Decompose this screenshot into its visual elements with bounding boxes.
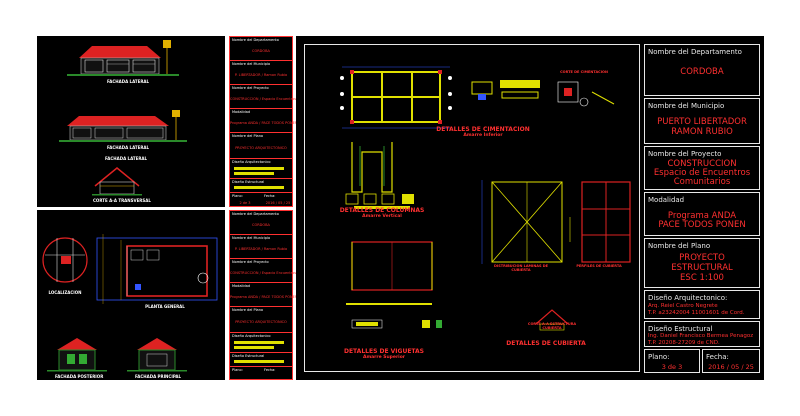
tb-diseno-arq-line1: Arq. Reiel Castro Negrete <box>648 303 718 309</box>
tb-proyecto: Nombre del Proyecto CONSTRUCCION Espacio… <box>644 146 760 190</box>
label-det-columnas: DETALLES DE COLUMNAS <box>339 207 425 214</box>
mini-val-plano-b: PROYECTO ARQUITECTONICO <box>235 320 287 324</box>
mini-head-mun-b: Nombre del Municipio <box>232 236 271 240</box>
tb-fecha-value: 2016 / 05 / 25 <box>708 363 754 371</box>
label-amarre-vertical: Amarre Vertical <box>362 214 402 219</box>
mini-head-dep: Nombre del Departamento <box>232 38 279 42</box>
tb-plano: Nombre del Plano PROYECTO ESTRUCTURAL ES… <box>644 238 760 288</box>
mini-head-mod: Modalidad <box>232 110 251 114</box>
mini-val-mun: P. LIBERTADOR / Ramon Rubio <box>234 73 288 77</box>
mini-plano-val: 2 de 3 <box>239 201 251 205</box>
label-amarre-superior: Amarre Superior <box>362 355 406 360</box>
label-det-viguetas: DETALLES DE VIGUETAS <box>343 348 425 355</box>
tb-fecha: Fecha: 2016 / 05 / 25 <box>702 349 760 373</box>
tb-diseno-est-label: Diseño Estructural <box>648 325 713 333</box>
tb-proyecto-line2: Espacio de Encuentros <box>653 168 751 178</box>
label-corte-aa: CORTE A-A TRANSVERSAL <box>93 198 151 203</box>
tb-diseno-arq-label: Diseño Arquitectonico: <box>648 294 728 302</box>
tb-plano-num: Plano: 3 de 3 <box>644 349 700 373</box>
tb-fecha-label: Fecha: <box>706 353 729 361</box>
label-perfiles-cubierta: PERFILES DE CUBIERTA <box>576 264 622 268</box>
tb-departamento: Nombre del Departamento CORDOBA <box>644 44 760 96</box>
foundation-plan <box>340 66 452 129</box>
label-det-cimentacion: DETALLES DE CIMENTACION <box>436 126 530 133</box>
label-fachada-lat2: FACHADA LATERAL <box>105 156 148 161</box>
tb-plano-line2: ESTRUCTURAL <box>671 263 733 273</box>
foundation-details <box>471 80 615 107</box>
tb-proyecto-line1: CONSTRUCCION <box>667 159 737 169</box>
mini-val-dep-b: CORDOBA <box>252 223 270 227</box>
mini-head-proy-b: Nombre del Proyecto <box>232 260 269 264</box>
label-localizacion: LOCALIZACION <box>48 290 82 295</box>
tb-departamento-value: CORDOBA <box>680 67 724 77</box>
elevations-drawing <box>59 40 187 196</box>
tb-plano-line3: ESC 1:100 <box>680 273 724 283</box>
tb-departamento-label: Nombre del Departamento <box>648 48 742 56</box>
mini-head-mun: Nombre del Municipio <box>232 62 271 66</box>
mini-head-arq-b: Diseño Arquitectonico <box>232 334 271 338</box>
label-planta-general: PLANTA GENERAL <box>145 304 185 309</box>
mini-val-plano: PROYECTO ARQUITECTONICO <box>235 146 287 150</box>
mini-val-mod: Programa ANDA / PACE TODOS PONEN <box>230 121 298 125</box>
sheet-arch-bottom: LOCALIZACION PLANTA GENERAL FACHADA POST… <box>37 210 225 380</box>
beam-details <box>346 241 442 329</box>
label-fachada-posterior: FACHADA POSTERIOR <box>55 374 104 379</box>
mini-val-mod-b: Programa ANDA / PACE TODOS PONEN <box>230 295 298 299</box>
tb-modalidad-line2: PACE TODOS PONEN <box>658 220 746 230</box>
label-distribucion-laminas: DISTRIBUCION LAMINAS DE CUBIERTA <box>493 264 548 272</box>
tb-diseno-est-line1: Ing. Daniel Francisco Bermea Penagoz <box>648 333 754 339</box>
tb-proyecto-label: Nombre del Proyecto <box>648 150 722 158</box>
mini-val-dep: CORDOBA <box>252 49 270 53</box>
tb-municipio-line2: RAMON RUBIO <box>671 127 733 137</box>
mini-fecha-head-b: Fecha: <box>264 368 276 372</box>
label-fachada-lateral: FACHADA LATERAL <box>107 79 150 84</box>
tb-plano-num-label: Plano: <box>648 353 670 361</box>
tb-diseno-est: Diseño Estructural Ing. Daniel Francisco… <box>644 321 760 347</box>
tb-modalidad-line1: Programa ANDA <box>667 211 737 221</box>
mini-head-dep-b: Nombre del Departamento <box>232 212 279 216</box>
tb-municipio: Nombre del Municipio PUERTO LIBERTADOR R… <box>644 98 760 144</box>
mini-head-est-b: Diseño Estructural <box>232 354 265 358</box>
mini-head-plano-b: Nombre del Plano <box>232 308 264 312</box>
column-details <box>345 142 414 209</box>
label-det-cubierta: DETALLES DE CUBIERTA <box>506 340 586 347</box>
mini-head-est: Diseño Estructural <box>232 180 265 184</box>
label-fachada-principal: FACHADA PRINCIPAL <box>135 374 182 379</box>
mini-head-mod-b: Modalidad <box>232 284 251 288</box>
tb-diseno-arq: Diseño Arquitectonico: Arq. Reiel Castro… <box>644 290 760 319</box>
tb-plano-num-value: 3 de 3 <box>661 363 683 371</box>
label-fachada-frontal: FACHADA LATERAL <box>107 145 150 150</box>
tb-plano-line1: PROYECTO <box>679 253 725 263</box>
tb-diseno-arq-line2: T.P. a23242004 11001601 de Cord. <box>648 310 745 316</box>
label-amarre-inferior: Amarre Inferior <box>463 133 503 138</box>
mini-val-proy: CONSTRUCCION / Espacio Encuentros <box>230 97 297 101</box>
tb-modalidad-label: Modalidad <box>648 196 685 204</box>
mini-head-arq: Diseño Arquitectonico <box>232 160 271 164</box>
mini-plano-head-b: Plano: <box>232 368 243 372</box>
mini-plano-head: Plano: <box>232 194 243 198</box>
mini-fecha-head: Fecha: <box>264 194 276 198</box>
label-corte-cimentacion: CORTE DE CIMENTACION <box>560 70 608 74</box>
drawing-frame <box>304 44 640 372</box>
roof-plan <box>481 180 631 331</box>
tb-plano-label: Nombre del Plano <box>648 242 711 250</box>
tb-municipio-label: Nombre del Municipio <box>648 102 725 110</box>
mini-head-proy: Nombre del Proyecto <box>232 86 269 90</box>
plan-drawing <box>42 234 218 372</box>
structural-drawing <box>340 66 631 331</box>
mini-fecha-val: 2016 / 05 / 25 <box>265 201 291 205</box>
sheet-arch-top: FACHADA LATERAL FACHADA LATERAL FACHADA … <box>37 36 225 207</box>
tb-municipio-line1: PUERTO LIBERTADOR <box>657 117 747 127</box>
mini-val-proy-b: CONSTRUCCION / Espacio Encuentros <box>230 271 297 275</box>
tb-modalidad: Modalidad Programa ANDA PACE TODOS PONEN <box>644 192 760 236</box>
mini-val-mun-b: P. LIBERTADOR / Ramon Rubio <box>234 247 288 251</box>
mini-head-plano: Nombre del Plano <box>232 134 264 138</box>
tb-proyecto-line3: Comunitarios <box>673 177 731 187</box>
sheet-structural: DETALLES DE CIMENTACION Amarre Inferior … <box>296 36 764 380</box>
tb-diseno-est-line2: T.P. 20208-27209 de CND. <box>648 340 720 346</box>
label-corte-estructura: CORTE A-A ESTRUCTURA CUBIERTA <box>527 322 577 330</box>
